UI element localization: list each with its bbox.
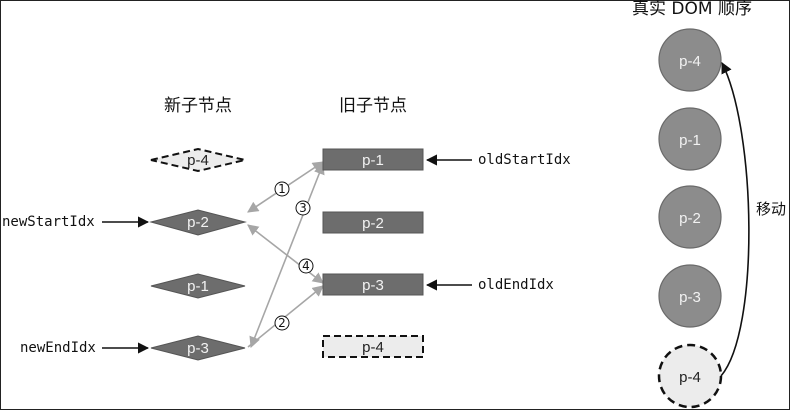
- old-node-placeholder: p-4: [322, 335, 424, 358]
- old-node: p-2: [322, 211, 424, 234]
- step-marker-4: 4: [298, 258, 314, 274]
- dom-node-label: p-1: [679, 132, 701, 149]
- pointer-old-start-label: oldStartIdx: [478, 152, 571, 168]
- pointer-old-end-label: oldEndIdx: [478, 277, 554, 293]
- svg-text:1: 1: [278, 182, 286, 196]
- dom-node: p-2: [658, 185, 722, 249]
- new-node-placeholder: p-4: [150, 147, 246, 173]
- move-arrow: [720, 62, 750, 377]
- pointer-new-start-label: newStartIdx: [2, 214, 95, 230]
- svg-text:4: 4: [302, 259, 310, 273]
- move-label: 移动: [756, 200, 786, 218]
- step-marker-2: 2: [274, 315, 290, 331]
- step-marker-3: 3: [295, 200, 311, 216]
- old-node: p-1: [322, 148, 424, 171]
- heading-new-children: 新子节点: [164, 96, 232, 116]
- step-markers: 1 2 3 4: [274, 181, 314, 331]
- step-marker-1: 1: [274, 181, 290, 197]
- new-node-label: p-1: [187, 278, 209, 295]
- dom-node-label: p-2: [679, 210, 701, 227]
- dom-node-label: p-4: [679, 53, 701, 70]
- dom-node-label: p-3: [679, 289, 701, 306]
- new-node-label: p-2: [187, 214, 209, 231]
- dom-node: p-4: [658, 28, 722, 92]
- real-dom-column: p-4 p-1 p-2 p-3 p-4: [657, 28, 723, 409]
- new-node-label: p-4: [187, 152, 209, 169]
- old-node: p-3: [322, 273, 424, 296]
- dom-node: p-1: [658, 107, 722, 171]
- new-node-label: p-3: [187, 340, 209, 357]
- pointer-new-end-label: newEndIdx: [20, 340, 96, 356]
- new-node: p-3: [150, 335, 246, 361]
- dom-node: p-3: [658, 264, 722, 328]
- new-node: p-2: [149, 209, 247, 236]
- old-node-label: p-4: [362, 339, 384, 356]
- old-children-column: p-1 p-2 p-3 p-4: [322, 148, 424, 358]
- old-node-label: p-3: [362, 277, 384, 294]
- index-pointers: newStartIdx newEndIdx oldStartIdx oldEnd…: [2, 152, 571, 356]
- old-node-label: p-1: [362, 152, 384, 169]
- new-node: p-1: [150, 273, 246, 299]
- dom-node-label: p-4: [679, 369, 701, 386]
- heading-real-dom-order: 真实 DOM 顺序: [632, 0, 752, 19]
- dom-node-placeholder: p-4: [657, 343, 723, 409]
- svg-text:3: 3: [299, 201, 307, 215]
- old-node-label: p-2: [362, 215, 384, 232]
- heading-old-children: 旧子节点: [339, 96, 407, 116]
- compare-line-4: [247, 224, 324, 284]
- svg-text:2: 2: [278, 316, 286, 330]
- new-children-column: p-4 p-2 p-1 p-3: [149, 147, 247, 361]
